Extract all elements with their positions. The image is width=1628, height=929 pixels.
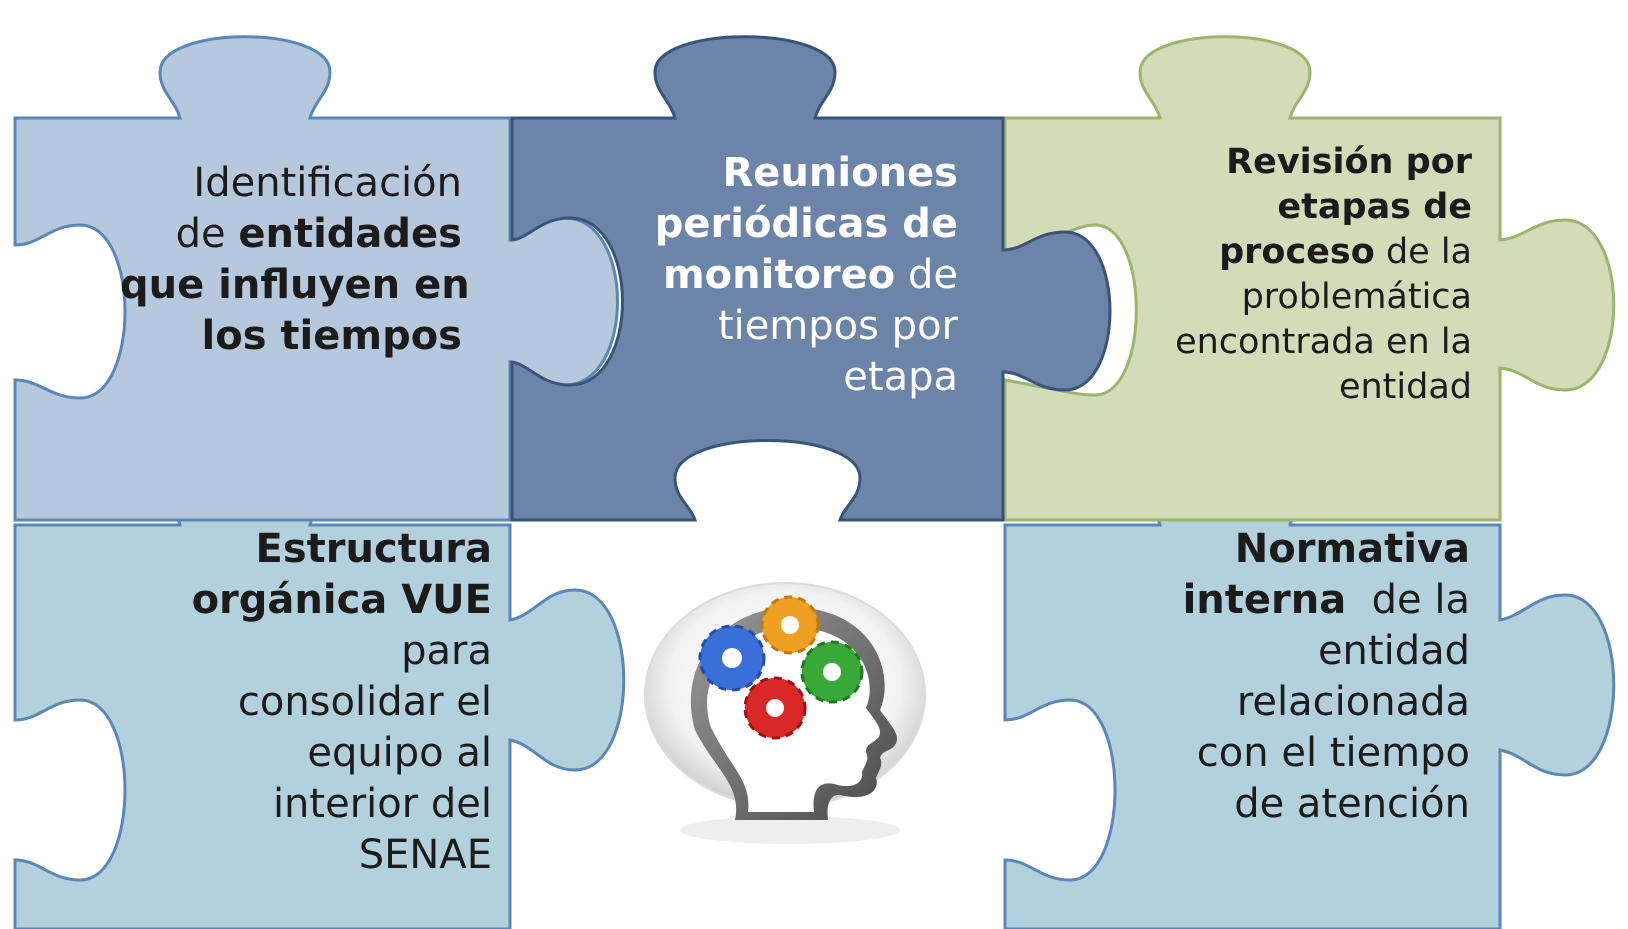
piece-text-line: equipo al (150, 728, 492, 779)
text: de atención (1234, 781, 1470, 827)
piece-text-line: proceso de la (1130, 230, 1472, 275)
text-estructura: Estructura orgánica VUE para consolidar el e… (150, 524, 492, 881)
text: para (401, 628, 492, 674)
piece-text-line: periódicas de (640, 199, 958, 250)
bold-text: monitoreo (662, 252, 896, 298)
piece-text-line: con el tiempo (1130, 728, 1470, 779)
piece-text-line: Normativa (1130, 524, 1470, 575)
gear-icon-orange (760, 595, 820, 655)
piece-text-line: monitoreo de (640, 250, 958, 301)
piece-text-line: entidad (1130, 626, 1470, 677)
text: interior del (272, 781, 492, 827)
text: encontrada en la (1175, 322, 1472, 362)
bold-text: etapas de (1277, 187, 1472, 227)
bold-text: Normativa (1234, 526, 1470, 572)
piece-text-line: SENAE (150, 830, 492, 881)
bold-text: Revisión por (1226, 142, 1472, 182)
piece-text-line: encontrada en la (1130, 320, 1472, 365)
piece-text-line: Estructura (150, 524, 492, 575)
piece-text-line: interior del (150, 779, 492, 830)
text: entidad (1317, 628, 1470, 674)
text: con el tiempo (1196, 730, 1470, 776)
head-gears-icon (644, 582, 926, 844)
piece-text-line: entidad (1130, 365, 1472, 410)
text: de (175, 211, 239, 257)
piece-text-line: de entidades (120, 209, 462, 260)
bold-text: orgánica VUE (191, 577, 492, 623)
piece-text-line: orgánica VUE (150, 575, 492, 626)
bold-text: entidades (238, 211, 462, 257)
gear-icon-green (800, 640, 864, 704)
piece-text-line: consolidar el (150, 677, 492, 728)
bold-text: proceso (1219, 232, 1375, 272)
piece-text-line: relacionada (1130, 677, 1470, 728)
bold-text: los tiempos (201, 313, 463, 359)
piece-reuniones (510, 35, 1112, 522)
piece-text-line: tiempos por (640, 301, 958, 352)
gear-icon-red (743, 676, 807, 740)
text: de la (1346, 577, 1470, 623)
text: SENAE (358, 832, 492, 878)
piece-text-line: Identificación (120, 158, 462, 209)
gear-icon-blue (698, 624, 766, 692)
piece-text-line: de atención (1130, 779, 1470, 830)
text: problemática (1241, 277, 1472, 317)
text: de (895, 252, 958, 298)
piece-text-line: que influyen en (120, 260, 470, 311)
text: entidad (1338, 367, 1472, 407)
text: consolidar el (237, 679, 492, 725)
piece-text-line: interna de la (1130, 575, 1470, 626)
piece-text-line: Reuniones (640, 148, 959, 199)
piece-text-line: etapa (640, 352, 958, 403)
text: relacionada (1236, 679, 1470, 725)
bold-text: interna (1182, 577, 1347, 623)
bold-text: periódicas de (654, 201, 958, 247)
text: tiempos por (717, 303, 958, 349)
piece-text-line: etapas de (1130, 185, 1472, 230)
piece-identificacion (13, 35, 619, 522)
bold-text: Estructura (255, 526, 492, 572)
bold-text: que influyen en (120, 262, 470, 308)
piece-text-line: Revisión por (1130, 140, 1472, 185)
piece-text-line: problemática (1130, 275, 1472, 320)
text: de la (1374, 232, 1472, 272)
text: Identificación (193, 160, 462, 206)
piece-text-line: los tiempos (120, 311, 463, 362)
bold-text: Reuniones (722, 150, 959, 196)
text: equipo al (307, 730, 492, 776)
piece-revision (1003, 35, 1616, 522)
piece-text-line: para (150, 626, 492, 677)
text: etapa (843, 354, 958, 400)
